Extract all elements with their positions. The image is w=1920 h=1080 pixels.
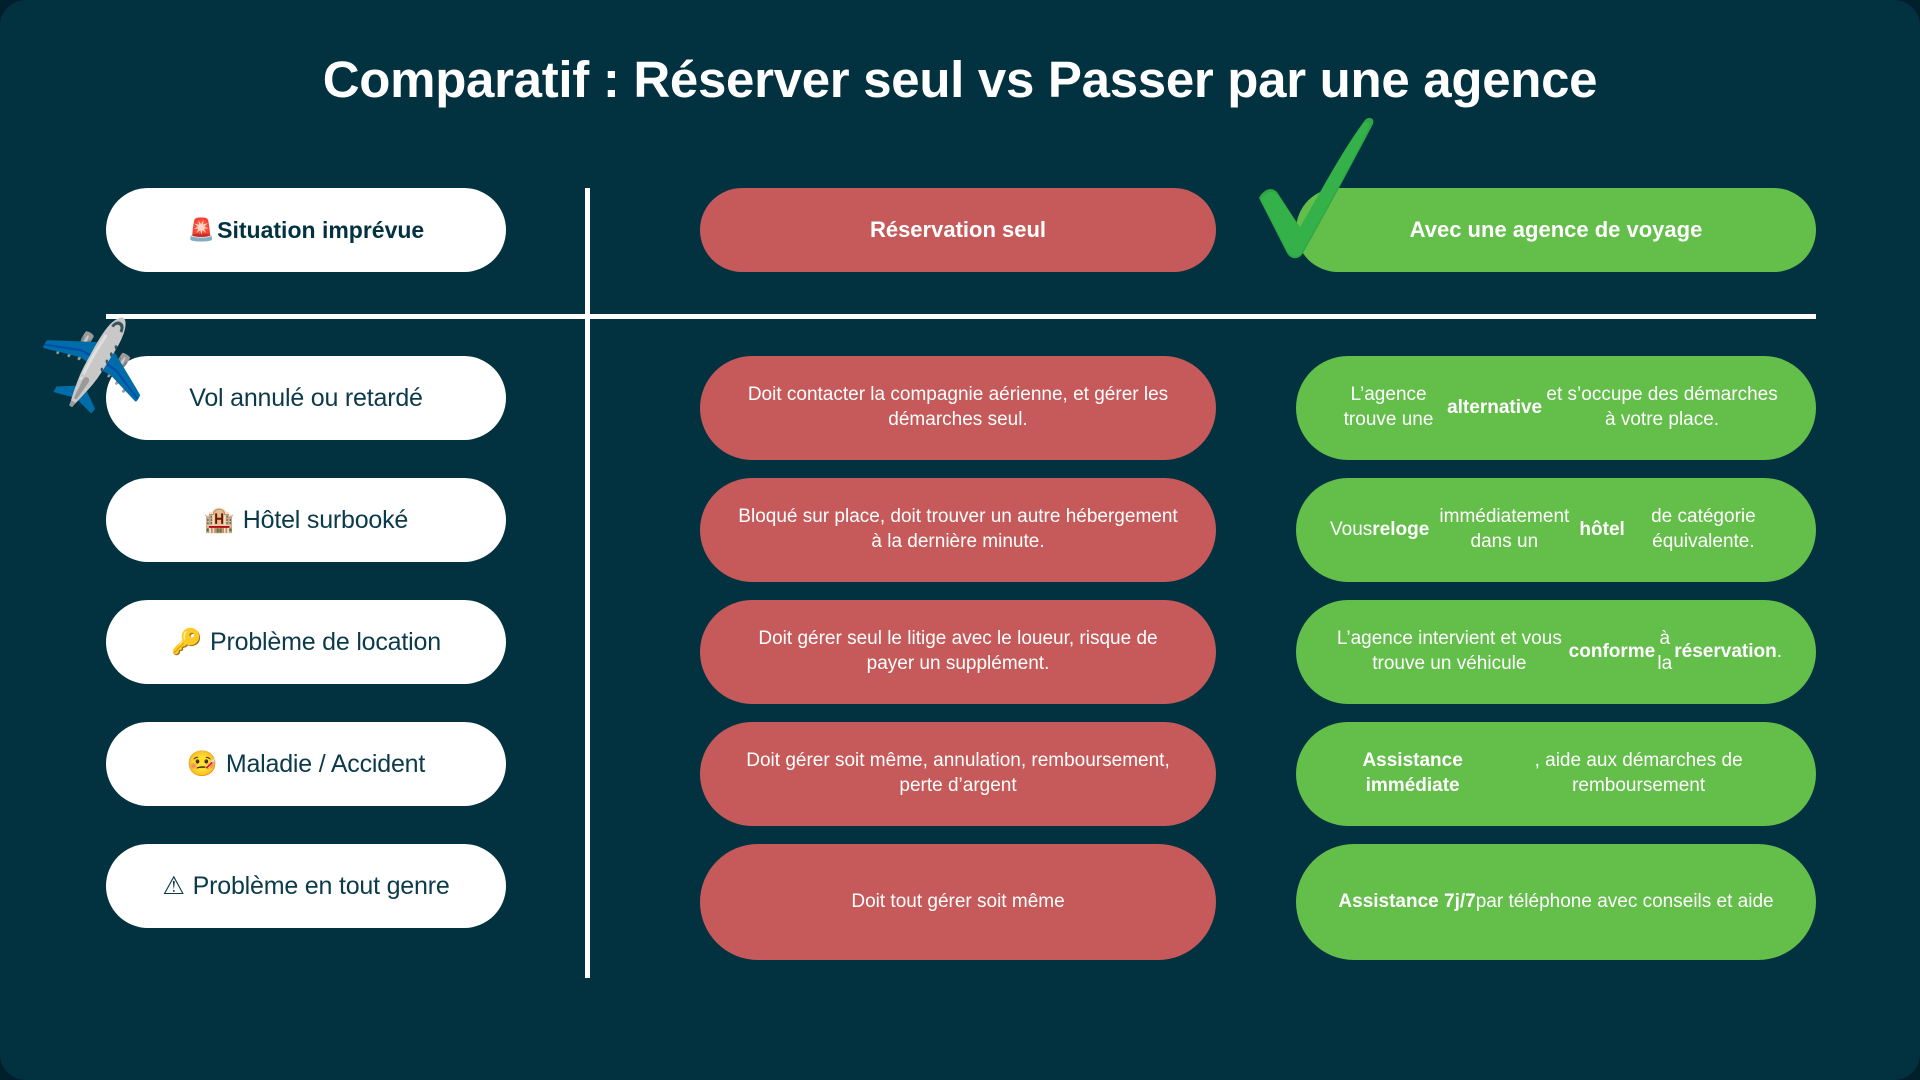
comparison-grid: 🚨 Situation imprévue Vol annulé ou retar… bbox=[106, 188, 1816, 978]
hotel-icon: 🏨 bbox=[203, 505, 235, 534]
row-label-hotel: 🏨 Hôtel surbooké bbox=[106, 478, 506, 562]
cell-agency-rental: L’agence intervient et vous trouve un vé… bbox=[1296, 600, 1816, 704]
cell-alone-generic: Doit tout gérer soit même bbox=[700, 844, 1216, 960]
cell-alone-hotel: Bloqué sur place, doit trouver un autre … bbox=[700, 478, 1216, 582]
key-icon: 🔑 bbox=[171, 627, 203, 656]
warning-triangle-icon: ⚠ bbox=[162, 871, 185, 900]
siren-icon: 🚨 bbox=[187, 217, 216, 242]
cell-alone-rental: Doit gérer seul le litige avec le loueur… bbox=[700, 600, 1216, 704]
column-header-alone: Réservation seul bbox=[700, 188, 1216, 272]
cell-alone-illness: Doit gérer soit même, annulation, rembou… bbox=[700, 722, 1216, 826]
row-label-flight-text: Vol annulé ou retardé bbox=[189, 383, 423, 412]
row-label-rental: 🔑 Problème de location bbox=[106, 600, 506, 684]
horizontal-divider bbox=[106, 314, 1816, 319]
vertical-divider bbox=[585, 188, 590, 978]
row-label-rental-text: Problème de location bbox=[210, 627, 441, 656]
column-header-agency: Avec une agence de voyage bbox=[1296, 188, 1816, 272]
cell-agency-flight: L’agence trouve une alternative et s’occ… bbox=[1296, 356, 1816, 460]
column-header-situation: 🚨 Situation imprévue bbox=[106, 188, 506, 272]
cell-alone-flight: Doit contacter la compagnie aérienne, et… bbox=[700, 356, 1216, 460]
row-label-generic-text: Problème en tout genre bbox=[192, 871, 450, 900]
row-label-illness: 🤒 Maladie / Accident bbox=[106, 722, 506, 806]
row-label-flight: Vol annulé ou retardé bbox=[106, 356, 506, 440]
row-label-generic: ⚠ Problème en tout genre bbox=[106, 844, 506, 928]
cell-agency-hotel: Vous reloge immédiatement dans un hôtel … bbox=[1296, 478, 1816, 582]
sick-face-icon: 🤒 bbox=[186, 749, 218, 778]
cell-agency-generic: Assistance 7j/7 par téléphone avec conse… bbox=[1296, 844, 1816, 960]
page-title: Comparatif : Réserver seul vs Passer par… bbox=[322, 51, 1598, 108]
cell-agency-illness: Assistance immédiate, aide aux démarches… bbox=[1296, 722, 1816, 826]
row-label-illness-text: Maladie / Accident bbox=[225, 749, 426, 778]
column-header-situation-label: Situation imprévue bbox=[217, 216, 425, 243]
row-label-hotel-text: Hôtel surbooké bbox=[242, 505, 409, 534]
